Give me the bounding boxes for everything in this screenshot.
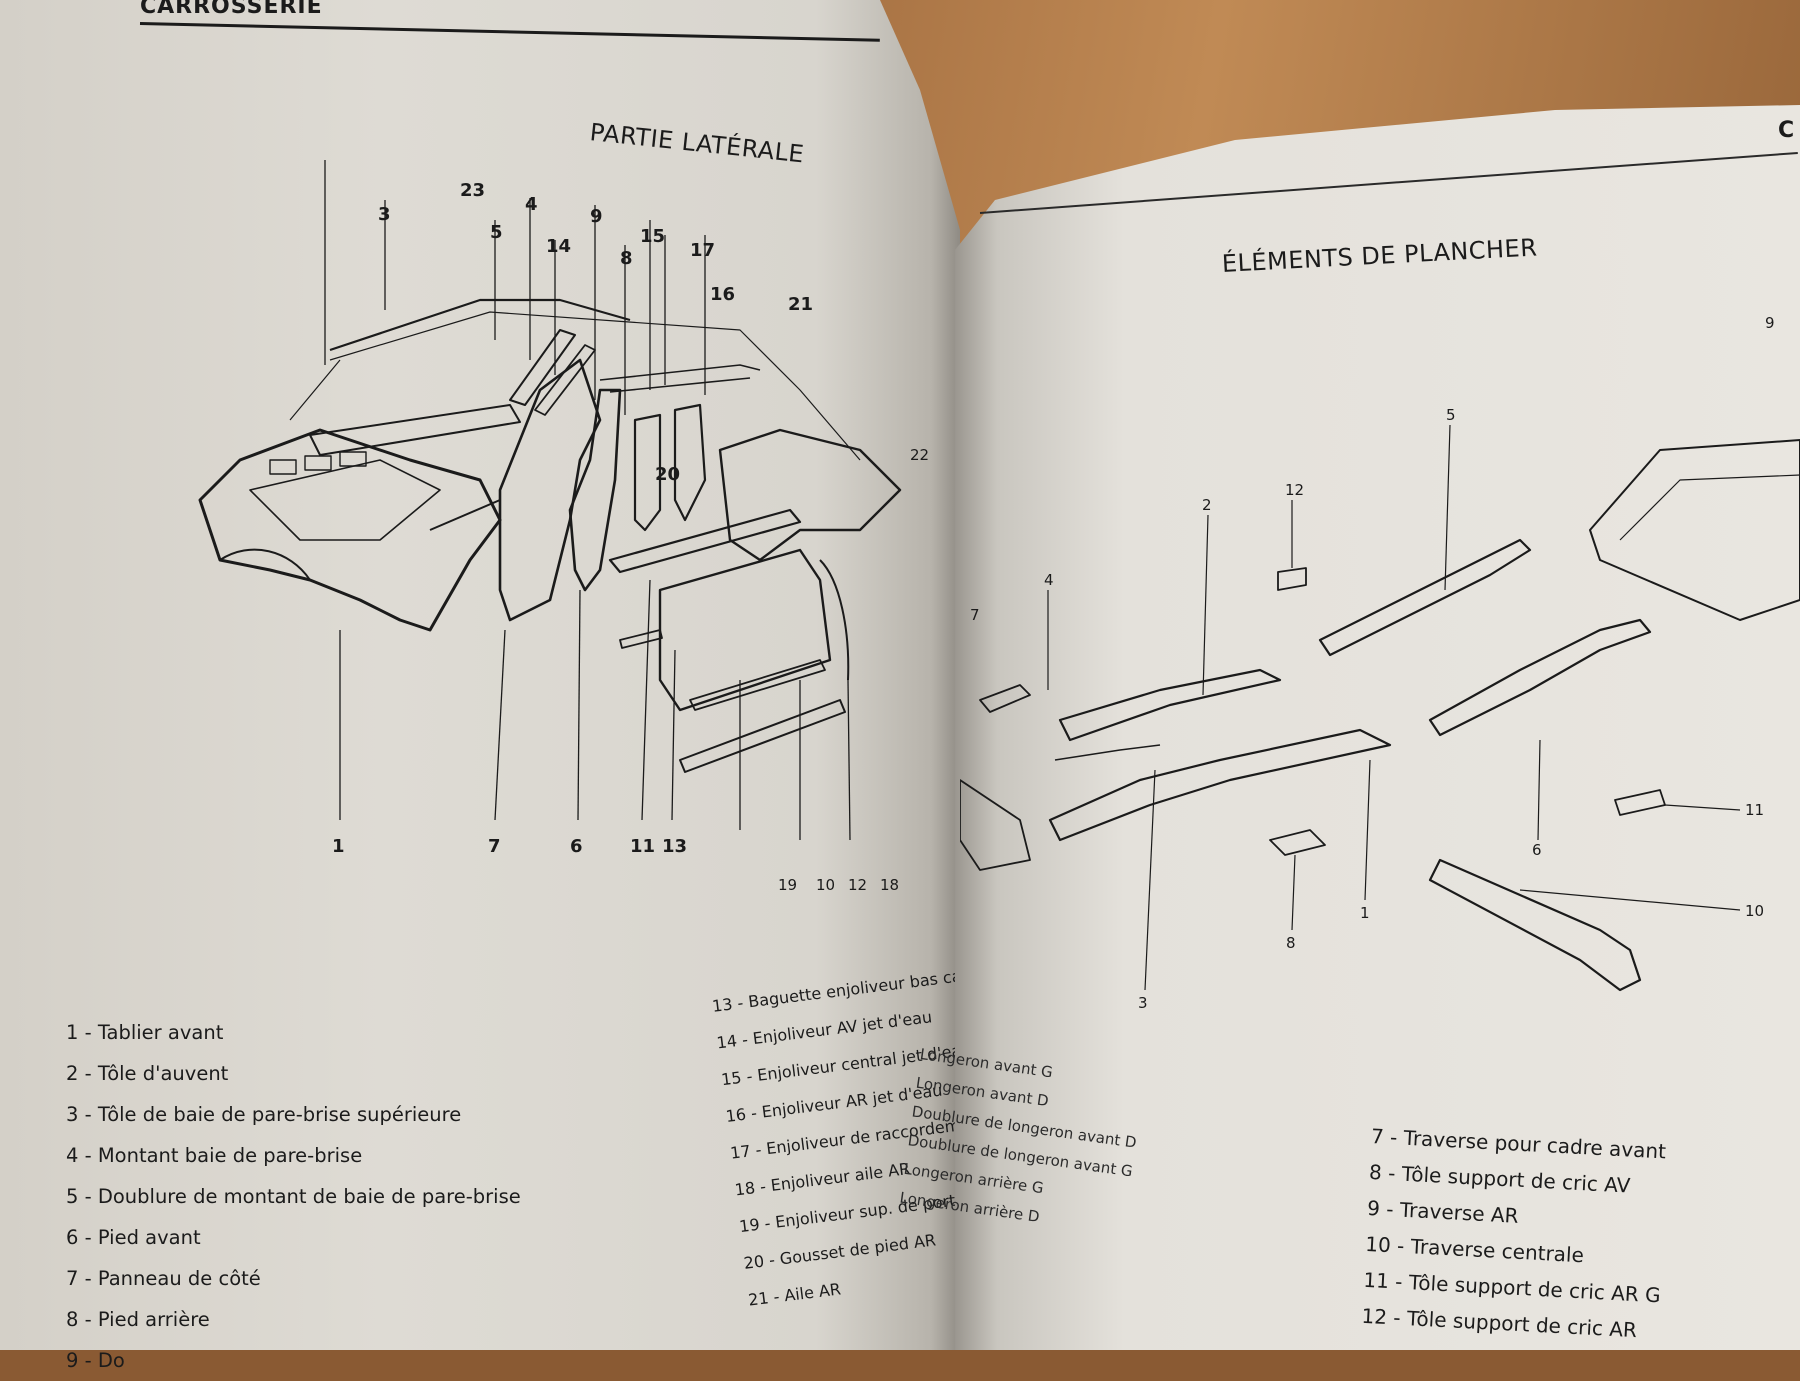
callout-12: 12 xyxy=(848,876,867,894)
right-page xyxy=(955,105,1800,1350)
floor-elements-diagram: 9 5 12 2 4 7 11 6 10 3 1 8 xyxy=(960,314,1800,1012)
left-page-header: CARROSSERIE xyxy=(140,0,323,19)
callout-23: 23 xyxy=(460,180,485,201)
callout-17: 17 xyxy=(690,240,715,261)
right-legend: 7 - Traverse pour cadre avant 8 - Tôle s… xyxy=(1361,1118,1669,1349)
callout-r-1: 1 xyxy=(1360,904,1370,922)
callout-r-3: 3 xyxy=(1138,994,1148,1012)
callout-r-6: 6 xyxy=(1532,841,1542,859)
callout-20: 20 xyxy=(655,464,680,485)
callout-16: 16 xyxy=(710,284,735,305)
legend-item-1: 1 - Tablier avant xyxy=(66,1021,224,1044)
callout-4: 4 xyxy=(525,194,538,215)
callout-1: 1 xyxy=(332,836,345,857)
callout-14: 14 xyxy=(546,236,571,257)
callout-18: 18 xyxy=(880,876,899,894)
right-page-header: C xyxy=(1778,118,1795,143)
callout-9: 9 xyxy=(590,206,603,227)
callout-13: 13 xyxy=(662,836,687,857)
legend-item-5: 5 - Doublure de montant de baie de pare-… xyxy=(66,1185,521,1208)
callout-6: 6 xyxy=(570,836,583,857)
callout-15: 15 xyxy=(640,226,665,247)
callout-10: 10 xyxy=(816,876,835,894)
left-page xyxy=(0,0,960,1350)
legend-item-7: 7 - Panneau de côté xyxy=(66,1267,261,1290)
right-legend-partial: Longeron avant G Longeron avant D Doublu… xyxy=(898,1040,1147,1244)
callout-r-4: 4 xyxy=(1044,571,1054,589)
callout-22: 22 xyxy=(910,446,929,464)
callout-r-11: 11 xyxy=(1745,801,1764,819)
callout-r-7: 7 xyxy=(970,606,980,624)
legend-item-4: 4 - Montant baie de pare-brise xyxy=(66,1144,363,1167)
callout-r-12: 12 xyxy=(1285,481,1304,499)
callout-11: 11 xyxy=(630,836,655,857)
callout-2: 2 xyxy=(320,160,333,161)
callout-5: 5 xyxy=(490,222,503,243)
callout-r-2: 2 xyxy=(1202,496,1212,514)
legend-item-6: 6 - Pied avant xyxy=(66,1226,201,1249)
callout-7: 7 xyxy=(488,836,501,857)
legend-item-3: 3 - Tôle de baie de pare-brise supérieur… xyxy=(66,1103,462,1126)
callout-19: 19 xyxy=(778,876,797,894)
left-legend: 1 - Tablier avant 2 - Tôle d'auvent 3 - … xyxy=(66,1012,521,1381)
callout-21: 21 xyxy=(788,294,813,315)
callout-r-5: 5 xyxy=(1446,406,1456,424)
legend-item-9: 9 - Do xyxy=(66,1349,125,1372)
callout-3: 3 xyxy=(378,204,391,225)
callout-r-9: 9 xyxy=(1765,314,1775,332)
body-side-diagram: 2 23 3 5 4 14 9 8 15 17 16 21 20 22 1 7 … xyxy=(198,160,929,894)
callout-r-10: 10 xyxy=(1745,902,1764,920)
legend-item-8: 8 - Pied arrière xyxy=(66,1308,210,1331)
callout-8: 8 xyxy=(620,248,633,269)
callout-r-8: 8 xyxy=(1286,934,1296,952)
legend-item-2: 2 - Tôle d'auvent xyxy=(66,1062,229,1085)
